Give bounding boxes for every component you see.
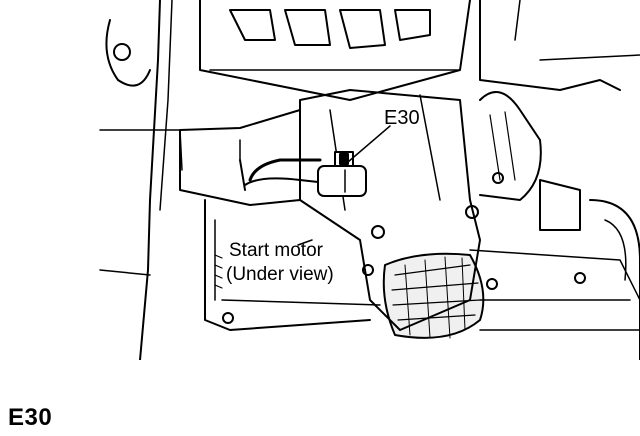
drive-boot: [382, 252, 485, 339]
under-view-label: (Under view): [226, 264, 334, 285]
starter-housing: [299, 89, 481, 331]
wiring-harness: [248, 158, 322, 182]
callout-leader: [347, 125, 391, 163]
flywheel: [479, 91, 542, 201]
left-bracket: [105, 19, 151, 87]
start-motor-label: Start motor: [229, 240, 324, 261]
figure-caption: E30: [8, 404, 53, 431]
fender-inner: [159, 0, 173, 211]
connector-e30: [317, 165, 367, 197]
fender-outline: [139, 0, 161, 360]
engine-bay-illustration: E30 Start motor (Under view): [99, 0, 640, 360]
intake-housing: [199, 0, 471, 101]
callout-label-e30: E30: [384, 107, 420, 129]
